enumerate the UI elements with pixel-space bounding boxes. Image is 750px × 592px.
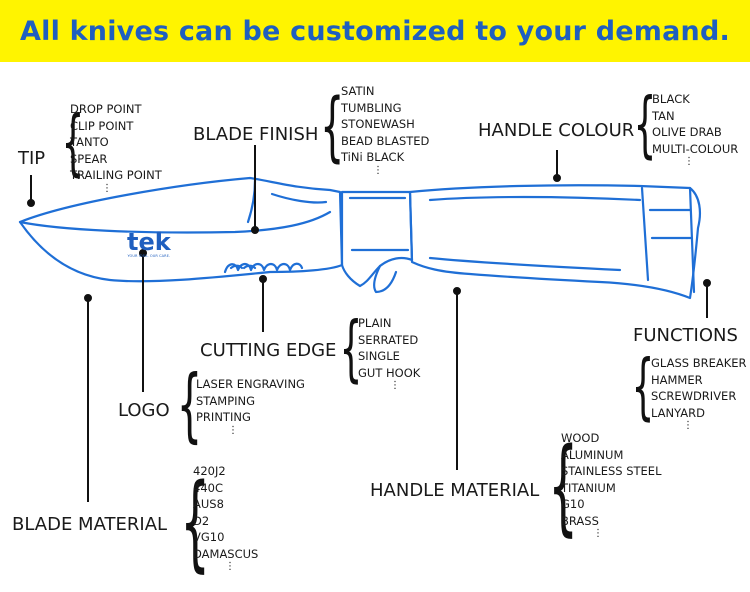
blade-material-item: AUS8 [193,497,224,511]
handle-material-item: ALUMINUM [561,447,624,462]
tip-brace: { [61,100,85,184]
tip-more: ⋮ [102,182,112,194]
clip-line [270,192,328,204]
guard [340,190,414,288]
logo-title: LOGO [118,400,170,421]
tip-list: DROP POINT CLIP POINT TANTO SPEAR TRAILI… [70,101,162,194]
blade-finish-item: TUMBLING [341,100,402,115]
blade-material-item: 420J2 [193,464,226,478]
tip-item: TRAILING POINT [70,168,162,182]
logo-item: LASER ENGRAVING [196,377,305,391]
tip-item: SPEAR [70,151,108,166]
blade-material-item: VG10 [193,530,225,544]
fuller-line [246,178,257,224]
functions-item: HAMMER [651,372,703,387]
tip-item: TANTO [70,135,109,149]
tek-logo: tek YOUR IDEA. OUR CARE. [127,230,171,258]
cutting-edge-item: PLAIN [358,316,392,330]
cutting-edge-item: GUT HOOK [358,365,421,380]
blade-finish-title: BLADE FINISH [193,124,319,145]
handle-colour-brace: { [633,82,657,166]
cutting-edge-title: CUTTING EDGE [200,340,337,361]
handle-material-item: TITANIUM [561,480,616,495]
blade-material-more: ⋮ [225,561,235,572]
blade-material-item: DAMASCUS [193,546,259,561]
handle-material-item: WOOD [561,431,600,445]
handle-material-title: HANDLE MATERIAL [370,480,540,501]
blade-material-list: 420J2 440C AUS8 D2 VG10 DAMASCUS ⋮ [193,463,258,572]
cutting-edge-item: SINGLE [358,349,400,363]
logo-item: PRINTING [196,410,251,424]
blade-finish-item: TiNi BLACK [341,150,405,164]
tek-logo-text: tek [127,228,171,256]
tek-logo-tagline: YOUR IDEA. OUR CARE. [127,254,171,258]
tip-title: TIP [18,148,46,169]
handle-material-item: G10 [561,497,585,511]
handle-colour-item: MULTI-COLOUR [652,141,739,156]
blade-finish-list: SATIN TUMBLING STONEWASH BEAD BLASTED Ti… [341,83,429,176]
logo-list: LASER ENGRAVING STAMPING PRINTING ⋮ [196,376,305,436]
tip-item: CLIP POINT [70,118,134,133]
cutting-edge-list: PLAIN SERRATED SINGLE GUT HOOK ⋮ [358,315,420,391]
blade-material-brace: { [180,461,210,583]
tip-item: DROP POINT [70,102,142,116]
handle-material-more: ⋮ [593,528,603,539]
handle-material-item: BRASS [561,513,599,528]
handle-colour-more: ⋮ [684,156,694,167]
functions-list: GLASS BREAKER HAMMER SCREWDRIVER LANYARD… [651,355,747,431]
cutting-edge-more: ⋮ [390,380,400,391]
functions-brace: { [631,344,655,428]
functions-item: LANYARD [651,405,705,420]
logo-brace: { [176,358,203,451]
banner-title: All knives can be customized to your dem… [20,15,730,47]
logo-item: STAMPING [196,393,256,408]
banner: All knives can be customized to your dem… [0,0,750,62]
functions-title: FUNCTIONS [633,325,738,346]
blade-material-item: D2 [193,513,210,528]
logo-more: ⋮ [228,424,238,436]
functions-item: SCREWDRIVER [651,389,737,403]
blade-finish-item: STONEWASH [341,117,415,131]
cutting-edge-item: SERRATED [358,332,419,347]
blade-spine-line [18,210,332,234]
handle-colour-title: HANDLE COLOUR [478,120,635,141]
blade-finish-item: SATIN [341,84,375,98]
handle-colour-item: TAN [652,108,675,123]
blade-finish-brace: { [320,81,345,170]
functions-item: GLASS BREAKER [651,356,747,370]
blade-finish-more: ⋮ [373,164,383,176]
handle-colour-item: BLACK [652,92,690,106]
handle-colour-list: BLACK TAN OLIVE DRAB MULTI-COLOUR ⋮ [652,91,738,167]
handle-material-brace: { [548,425,578,547]
handle-material-item: STAINLESS STEEL [561,464,662,478]
functions-more: ⋮ [683,420,693,431]
blade-outline [18,176,344,283]
serrations [223,262,304,274]
pommel-band [640,186,696,294]
blade-finish-item: BEAD BLASTED [341,133,430,148]
handle-material-list: WOOD ALUMINUM STAINLESS STEEL TITANIUM G… [561,430,662,539]
handle [408,184,701,300]
cutting-edge-brace: { [339,306,363,390]
handle-colour-item: OLIVE DRAB [652,125,722,139]
blade-material-title: BLADE MATERIAL [12,514,168,535]
blade-material-item: 440C [193,480,223,495]
